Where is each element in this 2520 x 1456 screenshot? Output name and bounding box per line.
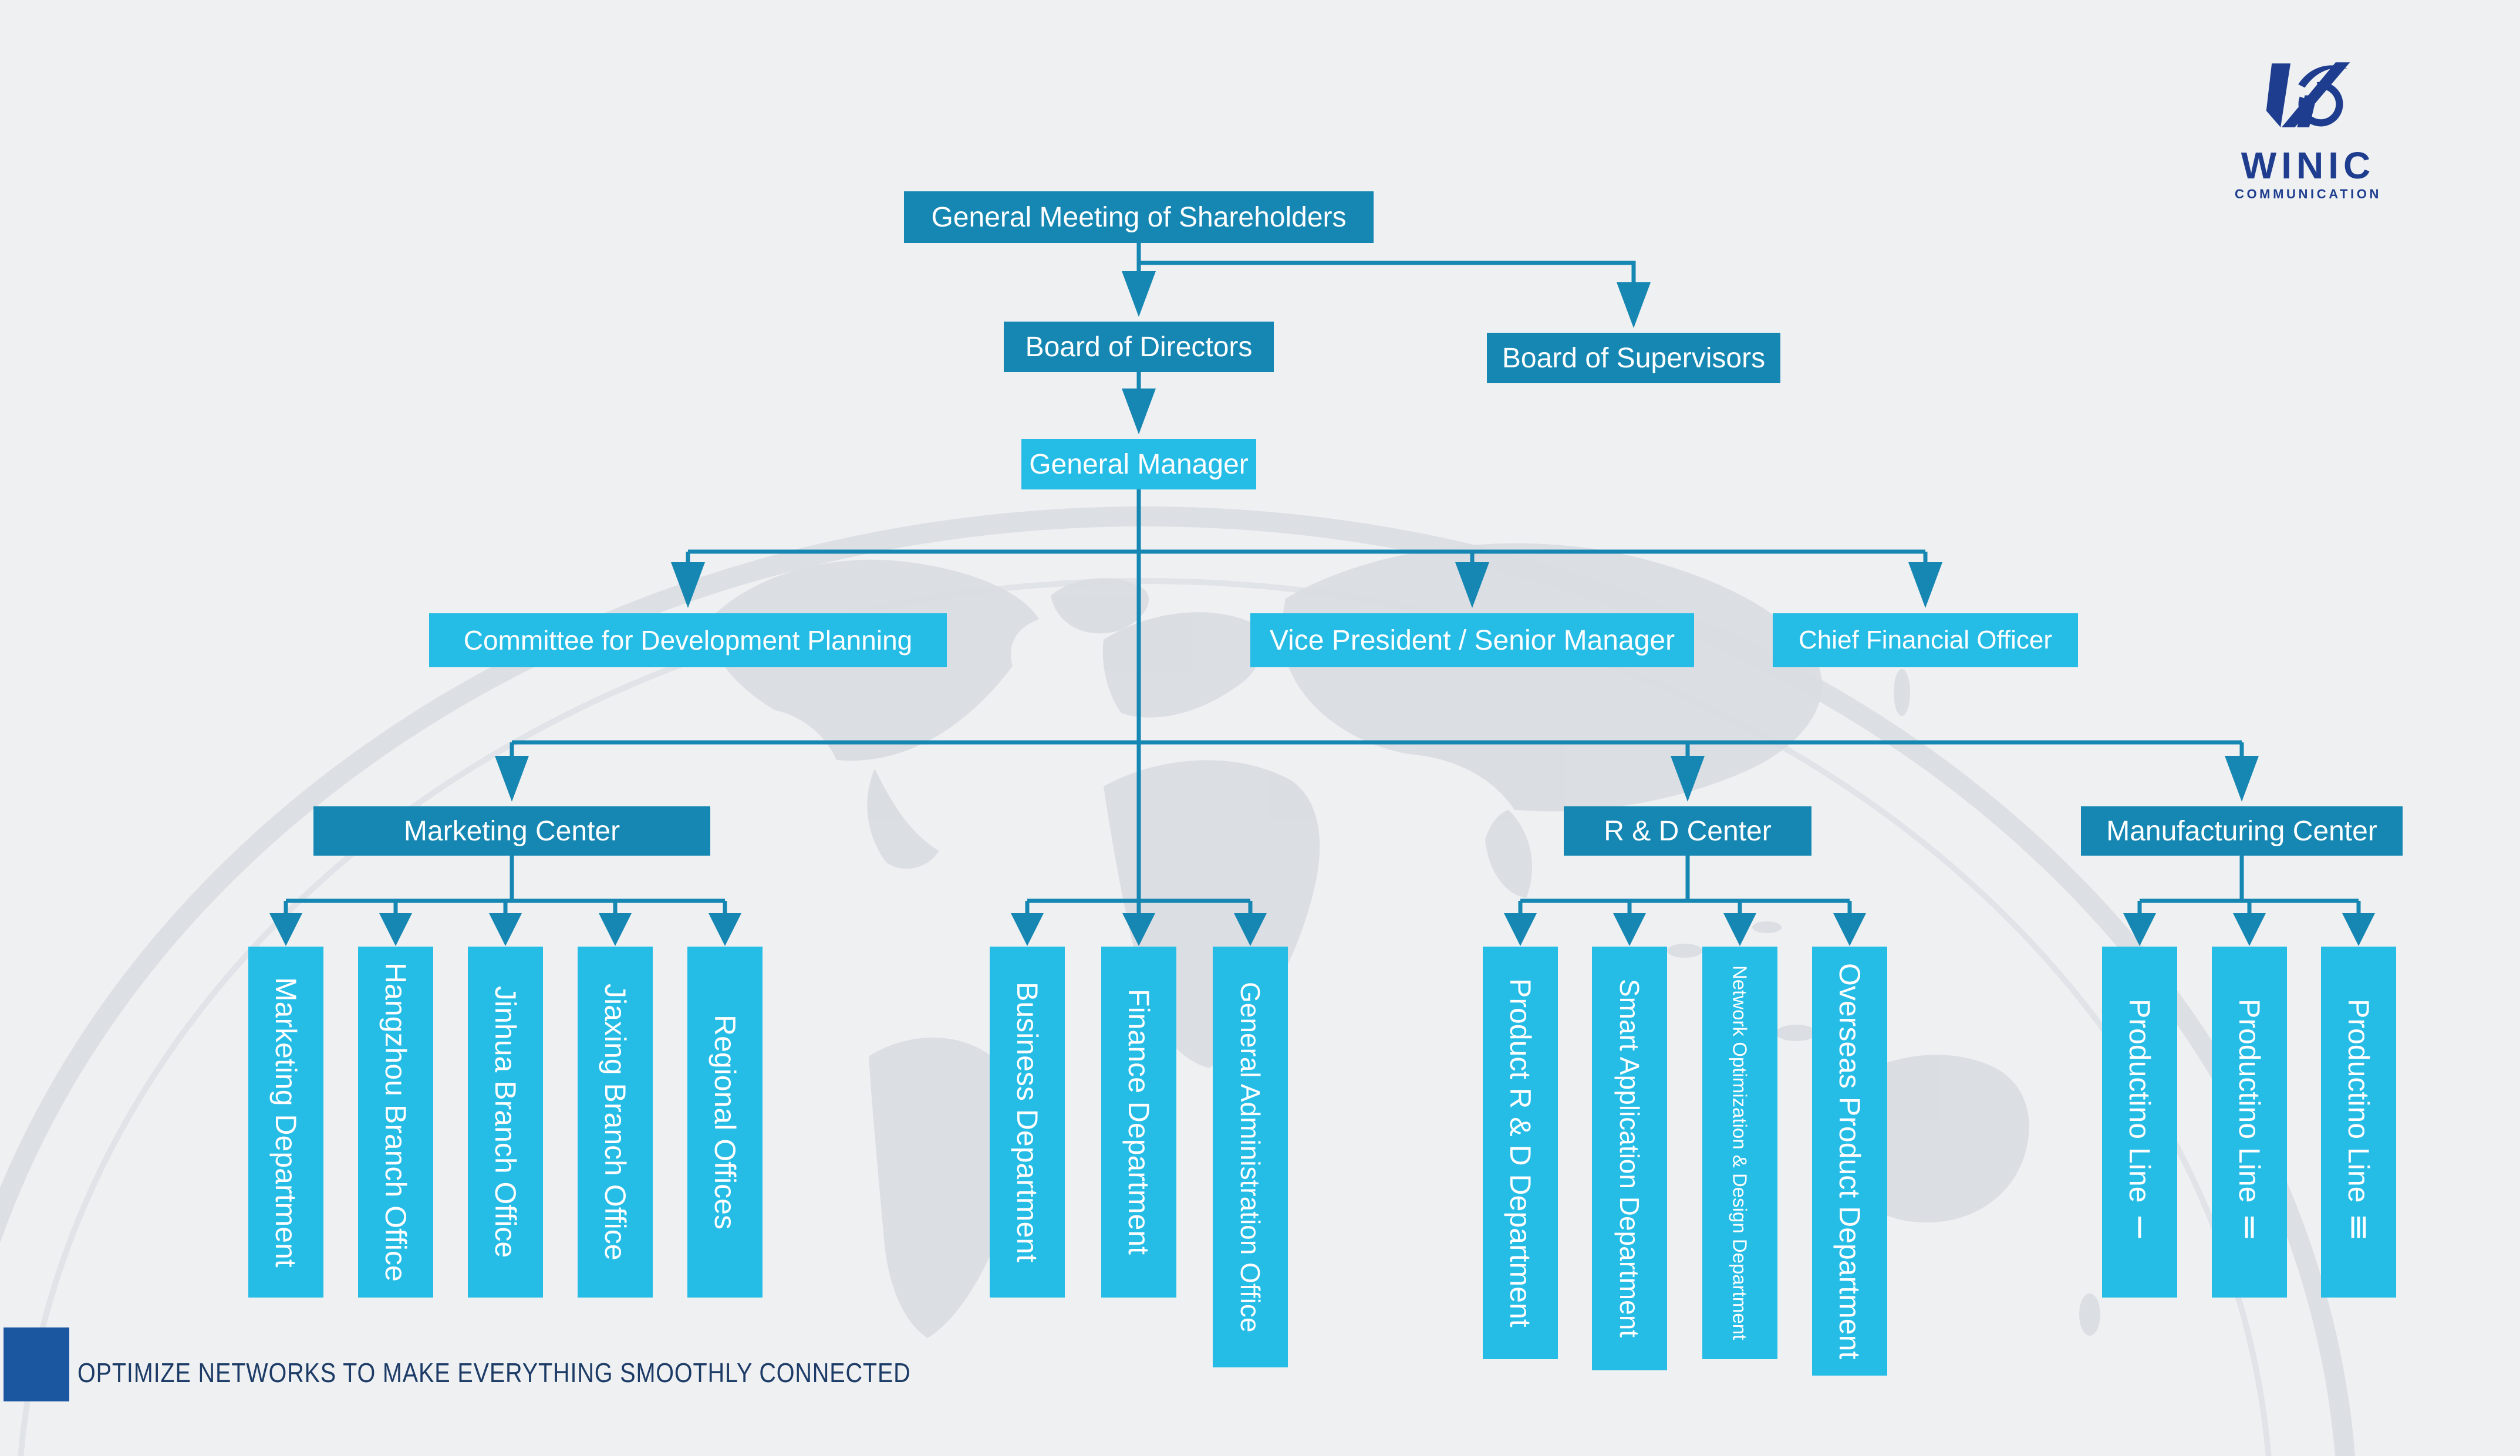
winic-logo-icon xyxy=(2266,62,2350,127)
dept-label: Finance Department xyxy=(1122,989,1155,1255)
dept-box-finance-department: Finance Department xyxy=(1101,947,1176,1298)
footer-tagline: OPTIMIZE NETWORKS TO MAKE EVERYTHING SMO… xyxy=(77,1357,911,1388)
dept-label: Regional Offices xyxy=(709,1015,741,1229)
dept-label: Business Department xyxy=(1011,981,1044,1262)
box-vice-president-senior-manager: Vice President / Senior Manager xyxy=(1250,613,1694,667)
logo-subtitle-text: COMMUNICATION xyxy=(2234,187,2382,201)
dept-box-jiaxing-branch-office: Jiaxing Branch Office xyxy=(578,947,653,1298)
logo-brand-text: WINIC xyxy=(2241,144,2376,187)
orbit-arc-outer xyxy=(0,506,2355,1456)
dept-box-production-line-2: Productino Line Ⅱ xyxy=(2212,947,2287,1298)
dept-label: General Administration Office xyxy=(1235,981,1266,1333)
orbit-arc-inner xyxy=(18,578,2272,1456)
dept-box-product-rd-department: Product R & D Department xyxy=(1483,947,1558,1359)
dept-box-marketing-department: Marketing Department xyxy=(248,947,323,1298)
dept-box-business-department: Business Department xyxy=(990,947,1065,1298)
box-manufacturing-center: Manufacturing Center xyxy=(2081,806,2403,856)
dept-label: Jinhua Branch Office xyxy=(489,986,522,1258)
dept-label: Jiaxing Branch Office xyxy=(599,984,632,1261)
dept-label: Productino Line Ⅱ xyxy=(2233,999,2266,1245)
dept-label: Hangzhou Branch Office xyxy=(379,962,412,1282)
box-committee-development-planning: Committee for Development Planning xyxy=(429,613,947,667)
box-board-of-directors: Board of Directors xyxy=(1004,322,1274,372)
box-chief-financial-officer: Chief Financial Officer xyxy=(1773,613,2078,667)
dept-label: Network Optimization & Design Department xyxy=(1729,965,1751,1340)
dept-label: Smart Application Department xyxy=(1614,979,1645,1338)
dept-box-production-line-1: Productino Line Ⅰ xyxy=(2102,947,2177,1298)
box-rd-center: R & D Center xyxy=(1564,806,1811,856)
box-general-meeting-of-shareholders: General Meeting of Shareholders xyxy=(904,191,1374,243)
dept-box-production-line-3: Productino Line Ⅲ xyxy=(2321,947,2396,1298)
dept-label: Overseas Product Department xyxy=(1833,962,1866,1360)
dept-box-network-optimization-design-department: Network Optimization & Design Department xyxy=(1702,947,1777,1359)
arrowheads xyxy=(269,271,2375,946)
box-general-manager: General Manager xyxy=(1021,439,1256,489)
dept-box-overseas-product-department: Overseas Product Department xyxy=(1812,947,1887,1376)
box-board-of-supervisors: Board of Supervisors xyxy=(1487,333,1780,383)
dept-label: Marketing Department xyxy=(269,977,302,1268)
footer-accent-bar xyxy=(4,1327,69,1401)
dept-box-smart-application-department: Smart Application Department xyxy=(1592,947,1667,1370)
dept-box-general-administration-office: General Administration Office xyxy=(1213,947,1288,1367)
dept-label: Product R & D Department xyxy=(1504,978,1537,1327)
dept-box-regional-offices: Regional Offices xyxy=(687,947,763,1298)
dept-box-jinhua-branch-office: Jinhua Branch Office xyxy=(468,947,543,1298)
company-logo: WINIC COMMUNICATION xyxy=(2220,59,2396,201)
dept-label: Productino Line Ⅲ xyxy=(2342,999,2375,1245)
dept-label: Productino Line Ⅰ xyxy=(2123,999,2156,1245)
dept-box-hangzhou-branch-office: Hangzhou Branch Office xyxy=(358,947,433,1298)
box-marketing-center: Marketing Center xyxy=(313,806,710,856)
